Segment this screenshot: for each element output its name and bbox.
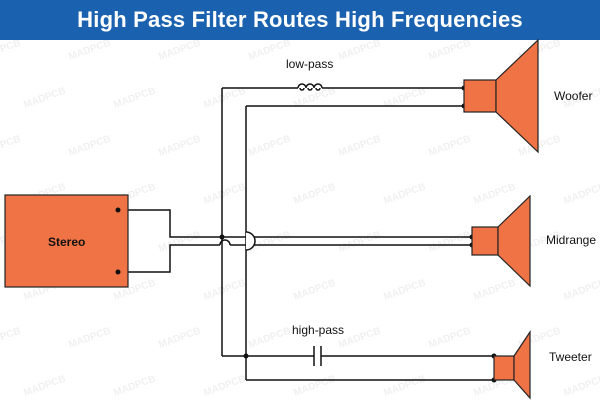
watermark-text: MADPCB <box>337 229 382 254</box>
watermark-text: MADPCB <box>202 85 247 110</box>
stereo-bottom-lead <box>118 244 220 273</box>
watermark-text: MADPCB <box>0 37 22 62</box>
watermark-text: MADPCB <box>202 373 247 398</box>
stereo-top-lead <box>118 209 250 238</box>
watermark-text: MADPCB <box>337 37 382 62</box>
watermark-text: MADPCB <box>0 133 22 158</box>
watermark-text: MADPCB <box>292 373 337 398</box>
watermark-text: MADPCB <box>22 85 67 110</box>
stereo-terminal-top <box>115 207 121 213</box>
watermark-text: MADPCB <box>337 133 382 158</box>
watermark-text: MADPCB <box>247 133 292 158</box>
watermark-text: MADPCB <box>247 325 292 350</box>
watermark-text: MADPCB <box>472 181 517 206</box>
watermark-text: MADPCB <box>157 37 202 62</box>
tweeter-speaker-icon <box>493 330 531 400</box>
watermark-text: MADPCB <box>562 277 600 302</box>
watermark-text: MADPCB <box>562 373 600 398</box>
stereo-terminal-bottom <box>115 269 121 275</box>
watermark-text: MADPCB <box>0 325 22 350</box>
watermark-text: MADPCB <box>427 229 472 254</box>
watermark-text: MADPCB <box>22 373 67 398</box>
low-pass-label: low-pass <box>286 57 333 71</box>
watermark-text: MADPCB <box>427 133 472 158</box>
stereo-unit: Stereo <box>4 194 129 288</box>
midrange-label: Midrange <box>546 233 596 247</box>
watermark-text: MADPCB <box>157 229 202 254</box>
watermark-text: MADPCB <box>67 133 112 158</box>
tweeter-label: Tweeter <box>549 350 592 364</box>
bus-hops <box>245 231 256 251</box>
watermark-text: MADPCB <box>202 181 247 206</box>
right-bus-hop <box>245 231 256 251</box>
diagram-title: High Pass Filter Routes High Frequencies <box>77 7 523 32</box>
watermark-text: MADPCB <box>382 181 427 206</box>
watermark-text: MADPCB <box>427 325 472 350</box>
watermark-text: MADPCB <box>292 277 337 302</box>
junction-dot <box>243 353 249 359</box>
junction-dot <box>219 234 225 240</box>
inductor-coil-icon <box>297 83 323 91</box>
stereo-box <box>4 194 129 288</box>
watermark-text: MADPCB <box>292 85 337 110</box>
watermark-text: MADPCB <box>472 277 517 302</box>
capacitor-icon <box>313 346 322 366</box>
watermark-text: MADPCB <box>382 85 427 110</box>
woofer-label: Woofer <box>554 89 592 103</box>
watermark-text: MADPCB <box>157 325 202 350</box>
watermark-text: MADPCB <box>112 85 157 110</box>
watermark-text: MADPCB <box>427 37 472 62</box>
watermark-text: MADPCB <box>562 181 600 206</box>
title-banner: High Pass Filter Routes High Frequencies <box>0 0 600 40</box>
watermark-text: MADPCB <box>382 277 427 302</box>
midrange-speaker-icon <box>471 194 531 288</box>
watermark-text: MADPCB <box>382 373 427 398</box>
watermark-text: MADPCB <box>112 373 157 398</box>
high-pass-label: high-pass <box>292 323 344 337</box>
watermark-text: MADPCB <box>67 37 112 62</box>
watermark-text: MADPCB <box>202 277 247 302</box>
woofer-speaker-icon <box>463 38 539 154</box>
watermark-text: MADPCB <box>292 181 337 206</box>
watermark-text: MADPCB <box>67 325 112 350</box>
wire-crossover-hop <box>219 239 231 246</box>
watermark-text: MADPCB <box>157 133 202 158</box>
stereo-label: Stereo <box>48 235 85 249</box>
